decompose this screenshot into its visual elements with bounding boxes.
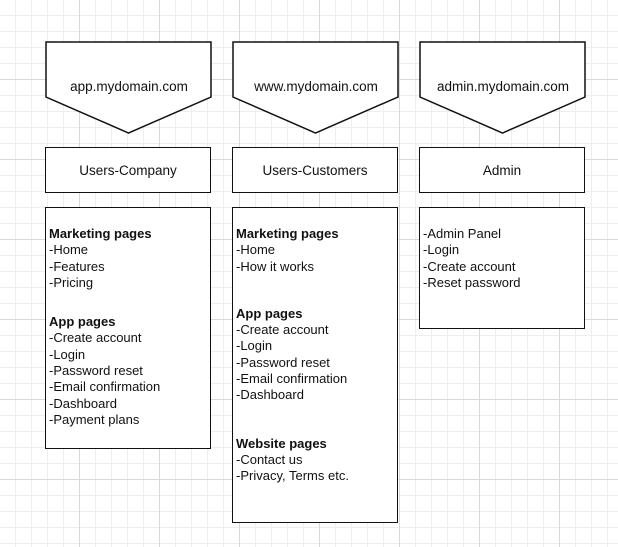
domain-node-www: www.mydomain.com xyxy=(232,41,400,135)
page-item: -Login xyxy=(49,346,86,362)
page-item: -Password reset xyxy=(49,363,143,379)
page-item: -Home xyxy=(49,242,89,258)
page-item: -Email confirmation xyxy=(236,371,348,387)
page-item: -Dashboard xyxy=(236,387,304,403)
page-item: -Password reset xyxy=(236,354,330,370)
page-item: -Admin Panel xyxy=(423,226,502,241)
domain-node-admin: admin.mydomain.com xyxy=(419,41,587,135)
page-group-marketing: Marketing pages -Home -Features -Pricing xyxy=(46,226,210,291)
domain-label: www.mydomain.com xyxy=(254,79,378,94)
page-item: -Privacy, Terms etc. xyxy=(236,468,349,484)
group-title: Website pages xyxy=(236,435,327,451)
pentagon-shape xyxy=(232,41,399,134)
page-group-marketing: Marketing pages -Home -How it works xyxy=(233,226,397,275)
page-item: -Create account xyxy=(423,258,516,274)
domain-label: admin.mydomain.com xyxy=(436,79,570,94)
header-users-company: Users-Company xyxy=(45,147,211,193)
pages-panel-app: Marketing pages -Home -Features -Pricing… xyxy=(45,207,211,449)
group-title: Marketing pages xyxy=(236,226,339,241)
pentagon-shape xyxy=(419,41,586,134)
header-users-customers: Users-Customers xyxy=(232,147,398,193)
header-admin: Admin xyxy=(419,147,585,193)
page-group-app: App pages -Create account -Login -Passwo… xyxy=(46,314,210,428)
page-item: -Dashboard xyxy=(49,395,117,411)
page-item: -Email confirmation xyxy=(49,379,161,395)
page-item: -Features xyxy=(49,258,105,274)
page-item: -Payment plans xyxy=(49,411,140,427)
page-item: -Pricing xyxy=(49,274,94,290)
group-title: App pages xyxy=(49,314,116,330)
pages-panel-admin: -Admin Panel -Login -Create account -Res… xyxy=(419,207,585,329)
group-title: App pages xyxy=(236,305,303,321)
pentagon-shape xyxy=(45,41,212,134)
page-item: -Contact us xyxy=(236,451,303,467)
page-group-app: App pages -Create account -Login -Passwo… xyxy=(233,306,397,404)
page-item: -Reset password xyxy=(423,274,521,290)
domain-label: app.mydomain.com xyxy=(70,79,188,94)
group-title: Marketing pages xyxy=(49,226,152,241)
page-group-website: Website pages -Contact us -Privacy, Term… xyxy=(233,436,397,485)
page-group-admin: -Admin Panel -Login -Create account -Res… xyxy=(420,226,584,291)
page-item: -Create account xyxy=(236,322,329,338)
page-item: -Create account xyxy=(49,330,142,346)
page-item: -Home xyxy=(236,242,276,258)
page-item: -How it works xyxy=(236,258,315,274)
page-item: -Login xyxy=(423,242,460,258)
domain-node-app: app.mydomain.com xyxy=(45,41,213,135)
pages-panel-www: Marketing pages -Home -How it works App … xyxy=(232,207,398,523)
page-item: -Login xyxy=(236,338,273,354)
